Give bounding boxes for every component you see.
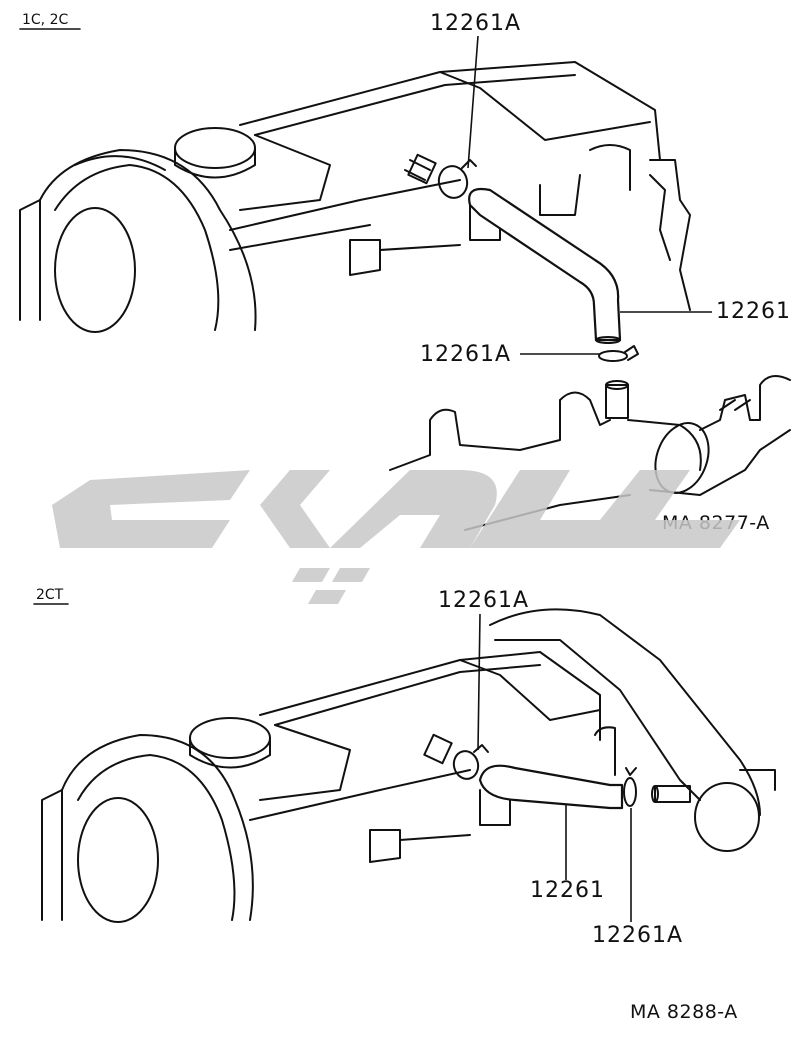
part-label-bottom-clamp-upper: 12261A: [438, 588, 529, 613]
intake-pipe-drawing: [489, 608, 776, 852]
section-bottom: 2CT: [33, 587, 776, 1023]
clamp-lower-bottom: [623, 767, 637, 807]
section-label-top: 1C, 2C: [22, 12, 68, 28]
hose-top: [468, 187, 622, 342]
part-label-bottom-clamp-lower: 12261A: [592, 923, 683, 948]
section-label-bottom: 2CT: [36, 587, 64, 603]
engine-bottom-drawing: [41, 651, 616, 923]
clamp-upper-top: [437, 159, 477, 199]
figure-code-bottom: MA 8288-A: [630, 1001, 738, 1023]
part-label-top-clamp-lower: 12261A: [420, 342, 511, 367]
watermark-logo: [52, 470, 740, 604]
part-label-top-clamp-upper: 12261A: [430, 11, 521, 36]
clamp-lower-top: [598, 345, 639, 362]
section-top: 1C, 2C: [19, 11, 791, 534]
part-label-top-hose: 12261: [716, 299, 791, 324]
clamp-upper-bottom: [452, 744, 489, 780]
hose-bottom: [478, 764, 624, 810]
engine-top-drawing: [19, 61, 691, 333]
part-label-bottom-hose: 12261: [530, 878, 605, 903]
